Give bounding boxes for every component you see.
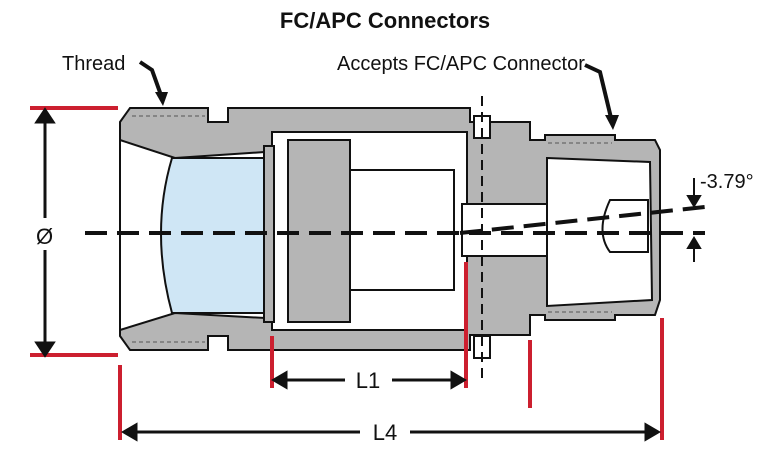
l1-extension-lines: [270, 262, 468, 388]
accepts-connector-label: Accepts FC/APC Connector: [337, 53, 585, 75]
l1-label: L1: [356, 368, 380, 393]
thread-label: Thread: [62, 53, 125, 75]
diagram-title: FC/APC Connectors: [280, 8, 490, 33]
accepts-callout-arrow: [584, 63, 614, 123]
l4-extension-lines: [118, 318, 664, 440]
accepts-arrowhead: [605, 115, 619, 130]
angle-marker: [686, 178, 702, 262]
thread-texture: [132, 115, 612, 343]
angled-axis: [459, 205, 706, 235]
diameter-dimension-arrow: [34, 107, 56, 358]
diameter-label: Ø: [36, 224, 53, 249]
l4-dimension-arrow: [121, 422, 661, 442]
thread-callout-arrow: [138, 60, 164, 99]
l4-label: L4: [373, 420, 397, 445]
lens: [160, 157, 269, 314]
angle-label: -3.79°: [700, 171, 754, 193]
l1-dimension-arrow: [271, 370, 467, 390]
key-slot: [601, 199, 649, 253]
thread-arrowhead: [155, 92, 168, 106]
